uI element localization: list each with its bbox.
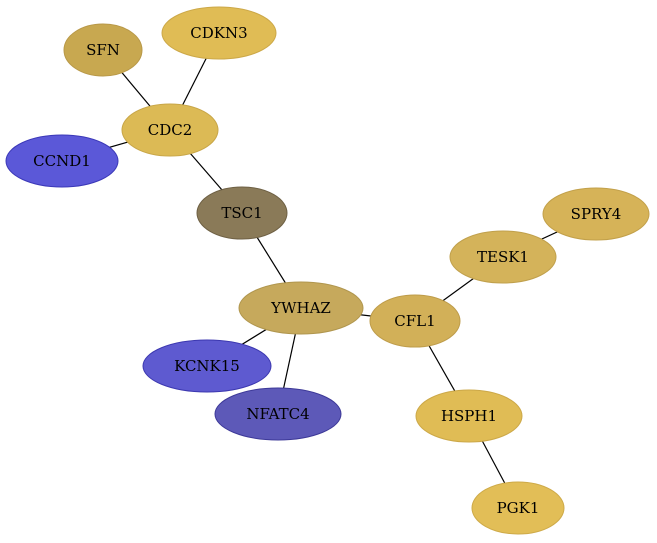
node-label: YWHAZ [270,299,331,317]
node-ellipse[interactable] [142,339,272,393]
node-ellipse[interactable] [449,230,557,284]
node-ellipse[interactable] [121,103,219,157]
node-label: SFN [86,41,120,59]
node-label: CFL1 [394,312,435,330]
node-spry4[interactable]: SPRY4 [542,187,650,241]
node-hsph1[interactable]: HSPH1 [415,389,523,443]
node-pgk1[interactable]: PGK1 [471,481,565,535]
node-label: CDKN3 [190,24,247,42]
node-ellipse[interactable] [161,6,277,60]
node-sfn[interactable]: SFN [63,23,143,77]
node-label: HSPH1 [441,407,497,425]
node-ellipse[interactable] [63,23,143,77]
node-ywhaz[interactable]: YWHAZ [238,281,364,335]
node-nfatc4[interactable]: NFATC4 [214,387,342,441]
node-ellipse[interactable] [415,389,523,443]
node-label: SPRY4 [571,205,622,223]
node-ellipse[interactable] [542,187,650,241]
node-label: NFATC4 [246,405,309,423]
node-label: TSC1 [221,204,262,222]
node-cfl1[interactable]: CFL1 [369,294,461,348]
node-ccnd1[interactable]: CCND1 [5,134,119,188]
node-tsc1[interactable]: TSC1 [196,186,288,240]
node-label: KCNK15 [174,357,240,375]
node-tesk1[interactable]: TESK1 [449,230,557,284]
node-label: TESK1 [477,248,529,266]
node-cdc2[interactable]: CDC2 [121,103,219,157]
node-label: CDC2 [148,121,193,139]
node-ellipse[interactable] [471,481,565,535]
node-ellipse[interactable] [214,387,342,441]
node-ellipse[interactable] [5,134,119,188]
node-label: CCND1 [33,152,91,170]
node-kcnk15[interactable]: KCNK15 [142,339,272,393]
node-ellipse[interactable] [369,294,461,348]
node-ellipse[interactable] [238,281,364,335]
node-cdkn3[interactable]: CDKN3 [161,6,277,60]
node-label: PGK1 [497,499,540,517]
node-ellipse[interactable] [196,186,288,240]
